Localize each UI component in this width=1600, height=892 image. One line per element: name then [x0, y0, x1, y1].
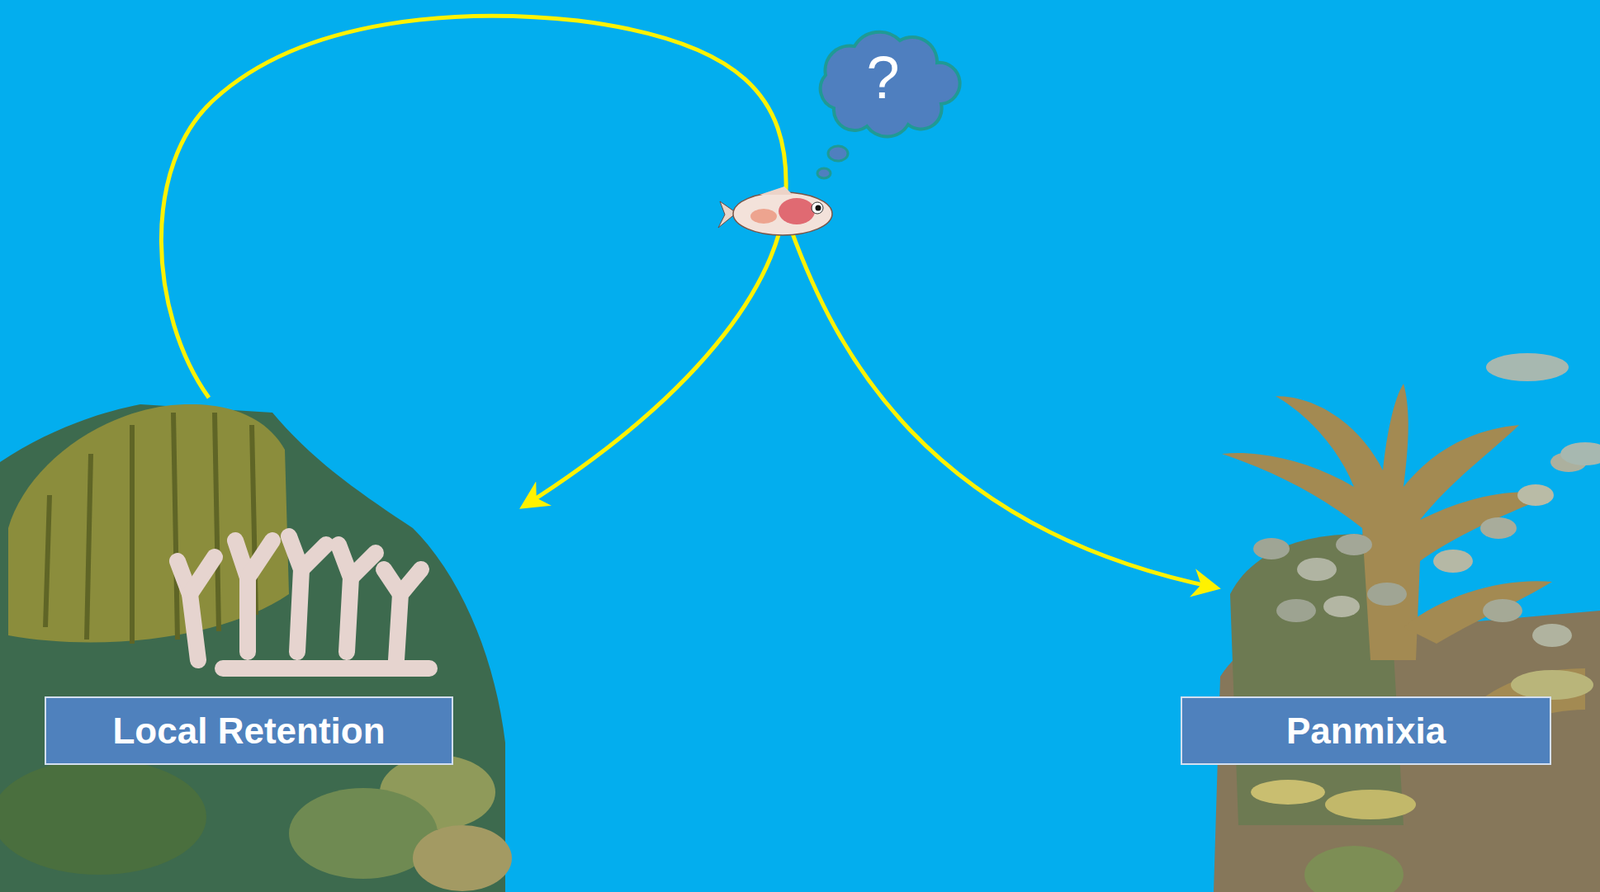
grunt-fish: [1482, 599, 1523, 623]
label-text: Local Retention: [112, 710, 385, 753]
ridge: [214, 412, 219, 632]
striped-fish: [1510, 670, 1594, 701]
grunt-fish: [1367, 582, 1407, 606]
branch: [383, 569, 401, 595]
label-box: Panmixia: [1180, 696, 1552, 766]
left-reef: [0, 404, 512, 892]
striped-fish: [1486, 353, 1569, 382]
retention-loop-arrow: [160, 15, 786, 507]
elkhorn-branch: [1221, 383, 1553, 661]
striped-fish: [1250, 780, 1326, 805]
branch: [350, 553, 376, 578]
ridge: [173, 412, 178, 640]
branch: [189, 557, 215, 595]
fish-fin: [759, 186, 793, 195]
grunt-fish: [1532, 624, 1572, 648]
fish-eye: [811, 202, 824, 214]
label-text: Panmixia: [1286, 710, 1446, 753]
striped-fish: [1325, 790, 1416, 820]
ridge: [86, 454, 91, 640]
branch: [288, 536, 302, 653]
right-reef: [1213, 353, 1600, 892]
fish-body: [733, 192, 833, 236]
thought-dot: [817, 168, 831, 179]
fish-patch: [778, 198, 815, 225]
grunt-fish: [1480, 517, 1517, 540]
grunt-fish: [1517, 484, 1554, 507]
branch: [235, 540, 248, 653]
branch: [247, 540, 273, 578]
striped-fish: [1560, 442, 1600, 466]
grunt-fish: [1335, 534, 1373, 556]
dispersal-arrow: [790, 229, 1216, 588]
question-mark: ?: [866, 43, 900, 112]
branch: [222, 660, 430, 677]
larval-fish: [718, 186, 833, 236]
elkhorn-branch: [1403, 581, 1553, 644]
branching-coral: [177, 536, 430, 669]
ridge: [45, 495, 50, 628]
branch: [338, 544, 351, 653]
coral: [0, 759, 207, 876]
brain-coral: [412, 825, 512, 892]
grunt-fish: [1297, 558, 1337, 582]
grunt-fish: [1433, 549, 1473, 573]
grunt-fish: [1323, 596, 1360, 618]
grunt-fish: [1253, 538, 1290, 560]
thought-bubble: ?: [809, 25, 957, 133]
brain-coral: [1304, 846, 1404, 892]
fish-pupil: [815, 205, 822, 212]
branch: [301, 544, 327, 570]
sponge-ridges: [45, 412, 256, 644]
cloud-shape: [820, 32, 961, 138]
label-box: Local Retention: [44, 696, 454, 766]
grunt-fish: [1276, 599, 1316, 623]
fish-patch: [750, 208, 777, 224]
thought-dot: [828, 146, 848, 161]
ridge: [129, 425, 135, 644]
